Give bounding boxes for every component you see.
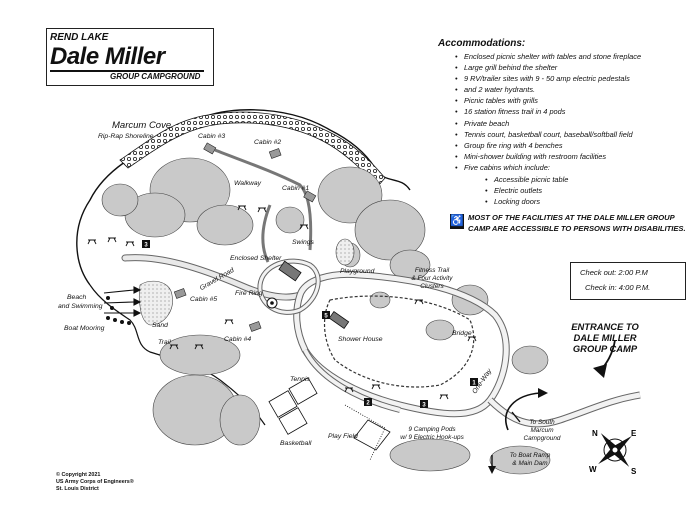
label-sand: Sand <box>152 322 168 329</box>
pod-1: 1 <box>472 381 476 387</box>
label-swings: Swings <box>292 239 314 246</box>
label-basketball: Basketball <box>280 440 312 447</box>
shower-house <box>328 311 350 329</box>
boat-mooring <box>106 296 131 325</box>
label-boat-line1: To Boat Ramp <box>509 452 551 459</box>
label-to-south-marcum: To South Marcum Campground <box>512 419 572 442</box>
pod-5: 5 <box>324 314 328 320</box>
pod-2: 2 <box>366 401 370 407</box>
label-to-south-line3: Campground <box>523 434 561 442</box>
accommodation-item: 9 RV/trailer sites with 9 - 50 amp elect… <box>455 73 691 84</box>
walkway-2 <box>261 204 272 263</box>
cabin-feature: Accessible picnic table <box>485 174 685 185</box>
accommodation-item: Five cabins which include: <box>455 162 691 173</box>
label-cabin-1: Cabin #1 <box>282 185 310 192</box>
fire-ring <box>266 297 278 309</box>
tree-clusters <box>101 157 551 475</box>
accommodation-item: Group fire ring with 4 benches <box>455 140 691 151</box>
copyright-line2: US Army Corps of Engineers® <box>56 479 134 485</box>
label-fitness-line3: Clusters <box>420 282 444 290</box>
enclosed-shelter <box>278 260 302 282</box>
label-to-south-line1: To South <box>529 419 555 426</box>
label-boat-line2: & Main Dam <box>512 459 548 467</box>
cabin-features-list: Accessible picnic table Electric outlets… <box>485 174 685 207</box>
pod-3: 3 <box>144 243 148 249</box>
accommodation-item: 16 station fitness trail in 4 pods <box>455 106 691 117</box>
label-cabin-2: Cabin #2 <box>254 139 282 146</box>
accommodation-item: Private beach <box>455 118 691 129</box>
compass-e: E <box>631 429 637 438</box>
cabins <box>173 142 317 332</box>
south-arrow <box>511 411 521 423</box>
fitness-trail <box>323 295 475 388</box>
copyright-line1: © Copyright 2021 <box>56 472 101 478</box>
accommodation-item: Large grill behind the shelter <box>455 62 691 73</box>
label-to-boat-ramp: To Boat Ramp & Main Dam <box>500 452 560 468</box>
label-enclosed-shelter: Enclosed Shelter <box>230 255 282 262</box>
label-playground: Playground <box>340 268 375 275</box>
label-cabin-5: Cabin #5 <box>190 296 218 303</box>
accommodations-heading: Accommodations: <box>438 38 526 49</box>
check-times-box <box>570 262 686 300</box>
tennis-courts <box>268 377 318 435</box>
compass-n: N <box>592 429 598 438</box>
label-cabin-3: Cabin #3 <box>198 133 226 140</box>
pod-markers: 3 5 2 3 1 <box>142 240 478 409</box>
title-group-campground: GROUP CAMPGROUND <box>110 72 201 81</box>
copyright: © Copyright 2021 US Army Corps of Engine… <box>56 472 134 493</box>
copyright-line3: St. Louis District <box>56 486 99 492</box>
label-fitness-line1: Fitness Trail <box>414 267 450 274</box>
label-fitness-line2: & Four Activity <box>411 274 453 282</box>
wheelchair-icon: ♿ <box>450 214 464 229</box>
pod-3b: 3 <box>422 403 426 409</box>
label-fitness-trail: Fitness Trail & Four Activity Clusters <box>402 267 462 290</box>
beach-arrows <box>103 286 142 317</box>
label-riprap-shoreline: Rip-Rap Shoreline <box>98 133 154 140</box>
picnic-tables <box>87 205 477 400</box>
label-bridge: Bridge <box>452 330 472 337</box>
accommodation-item: Tennis court, basketball court, baseball… <box>455 129 691 140</box>
compass-w: W <box>589 465 597 474</box>
label-shower-house: Shower House <box>338 336 383 343</box>
label-boat-mooring: Boat Mooring <box>64 325 105 332</box>
walkway <box>214 148 313 251</box>
entrance-label: ENTRANCE TO DALE MILLER GROUP CAMP <box>571 321 639 354</box>
title-dale-miller: Dale Miller <box>50 43 165 70</box>
label-camping-line2: w/ 9 Electric Hook-ups <box>400 433 464 441</box>
riprap-shoreline <box>119 111 386 187</box>
label-cabin-4: Cabin #4 <box>224 336 252 343</box>
title-rend-lake: REND LAKE <box>50 32 109 43</box>
accessibility-note: MOST OF THE FACILITIES AT THE DALE MILLE… <box>468 213 686 233</box>
label-play-field: Play Field <box>328 433 358 440</box>
label-camping-pods: 9 Camping Pods w/ 9 Electric Hook-ups <box>392 426 472 442</box>
accommodation-item: Picnic tables with grills <box>455 95 691 106</box>
accommodation-item-continued: and 2 water hydrants. <box>455 84 691 95</box>
play-field <box>353 419 391 451</box>
title-rule <box>50 70 204 72</box>
compass-s: S <box>631 467 637 476</box>
label-tennis: Tennis <box>290 376 310 383</box>
label-beach-swimming: and Swimming <box>58 303 103 310</box>
label-to-south-line2: Marcum <box>530 426 554 434</box>
swings-area <box>335 238 355 266</box>
compass-rose: N E S W <box>589 429 637 476</box>
label-beach: Beach <box>67 294 87 301</box>
fence <box>344 404 386 461</box>
label-camping-line1: 9 Camping Pods <box>408 426 456 433</box>
accommodation-item: Mini-shower building with restroom facil… <box>455 151 691 162</box>
label-walkway: Walkway <box>234 180 262 187</box>
cabin-feature: Locking doors <box>485 196 685 207</box>
accommodations-list: Enclosed picnic shelter with tables and … <box>455 51 691 173</box>
one-way-arrow <box>505 392 541 431</box>
label-marcum-cove: Marcum Cove <box>112 120 172 131</box>
label-fire-ring: Fire Ring <box>235 290 263 297</box>
checkin-time: Check in: 4:00 P.M. <box>585 283 651 292</box>
title-box <box>46 28 214 86</box>
accommodation-item: Enclosed picnic shelter with tables and … <box>455 51 691 62</box>
cabin-feature: Electric outlets <box>485 185 685 196</box>
checkout-time: Check out: 2:00 P.M <box>580 268 648 277</box>
sand-beach <box>139 280 173 326</box>
label-trail: Trail <box>158 339 171 346</box>
